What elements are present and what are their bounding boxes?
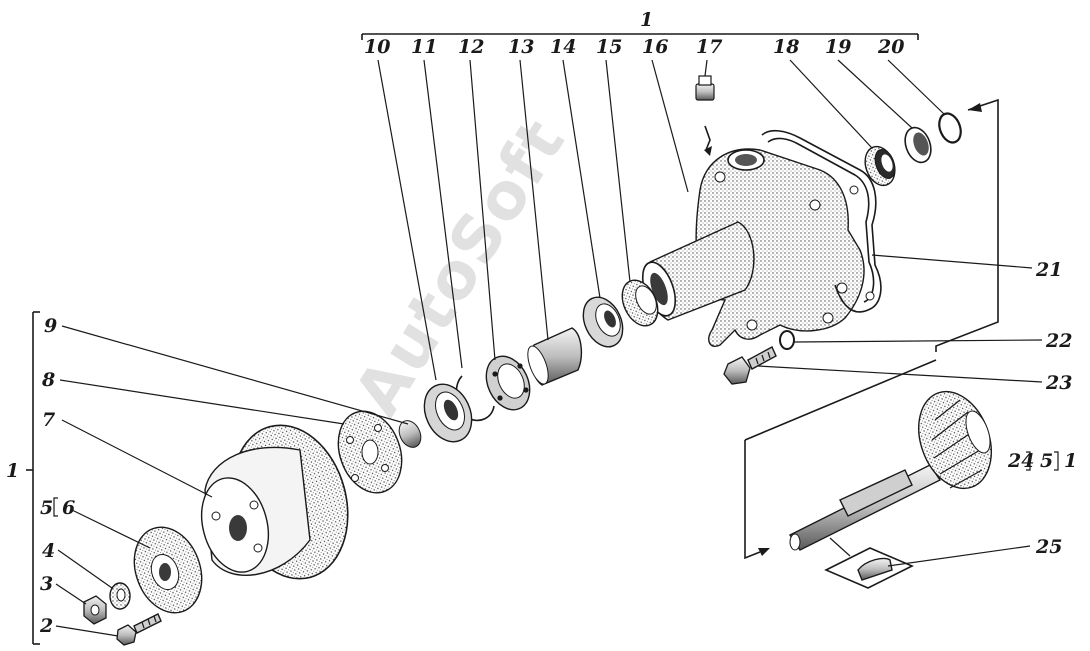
callout-labels: 1 10 11 12 13 14 15 16 17 18 19 20 21 22… (6, 9, 1077, 637)
seal-ring-19 (904, 126, 932, 164)
shaft-impeller-24 (788, 390, 992, 551)
callout-group-5-left: 5 (40, 497, 53, 519)
callout-12: 12 (458, 36, 484, 58)
callout-21: 21 (1035, 259, 1062, 281)
pump-housing (641, 148, 865, 347)
spacer-9 (398, 420, 422, 448)
callout-7: 7 (42, 409, 55, 431)
housing-gasket (761, 129, 882, 313)
seal-washer-18 (864, 145, 896, 187)
bearing-14 (582, 296, 624, 348)
hub-flange-8 (337, 410, 403, 494)
callout-group-1-top: 1 (640, 9, 653, 31)
callout-group-1-left: 1 (6, 460, 19, 482)
group-brackets-small (53, 451, 1059, 517)
callout-20: 20 (877, 36, 904, 58)
callout-4: 4 (42, 540, 55, 562)
bolt-2 (116, 613, 162, 646)
assembly-guide-lines (744, 98, 999, 560)
callout-6: 6 (62, 497, 75, 519)
callout-3: 3 (40, 573, 53, 595)
callout-17: 17 (696, 36, 722, 58)
flange-6 (133, 526, 203, 614)
callout-16: 16 (642, 36, 668, 58)
callout-9: 9 (44, 315, 57, 337)
bearing-10 (423, 383, 473, 443)
callout-13: 13 (508, 36, 534, 58)
washer-4 (109, 582, 131, 610)
pulley-7 (200, 424, 349, 580)
callout-15: 15 (596, 36, 622, 58)
callout-2: 2 (39, 615, 53, 637)
callout-11: 11 (411, 36, 437, 58)
washer-22 (779, 330, 795, 350)
callout-18: 18 (773, 36, 799, 58)
callout-25: 25 (1035, 536, 1062, 558)
callout-group-1-shaft: 1 (1064, 450, 1077, 472)
callout-10: 10 (364, 36, 390, 58)
callout-19: 19 (825, 36, 851, 58)
callout-22: 22 (1045, 330, 1072, 352)
callout-8: 8 (41, 369, 55, 391)
callout-24: 24 (1007, 450, 1034, 472)
left-assembly-bracket (26, 311, 40, 645)
leader-lines (55, 59, 1043, 637)
lock-ring-20 (938, 112, 962, 144)
callout-group-5-shaft: 5 (1040, 450, 1053, 472)
key-25 (824, 537, 914, 589)
spacer-sleeve-13 (527, 327, 583, 386)
callout-23: 23 (1045, 372, 1072, 394)
drain-plug (695, 75, 715, 156)
bearing-12 (485, 355, 531, 411)
nut-3 (83, 595, 107, 625)
callout-14: 14 (550, 36, 576, 58)
bolt-23 (723, 346, 777, 385)
top-assembly-bracket (361, 33, 919, 40)
bearing-15 (621, 279, 659, 327)
